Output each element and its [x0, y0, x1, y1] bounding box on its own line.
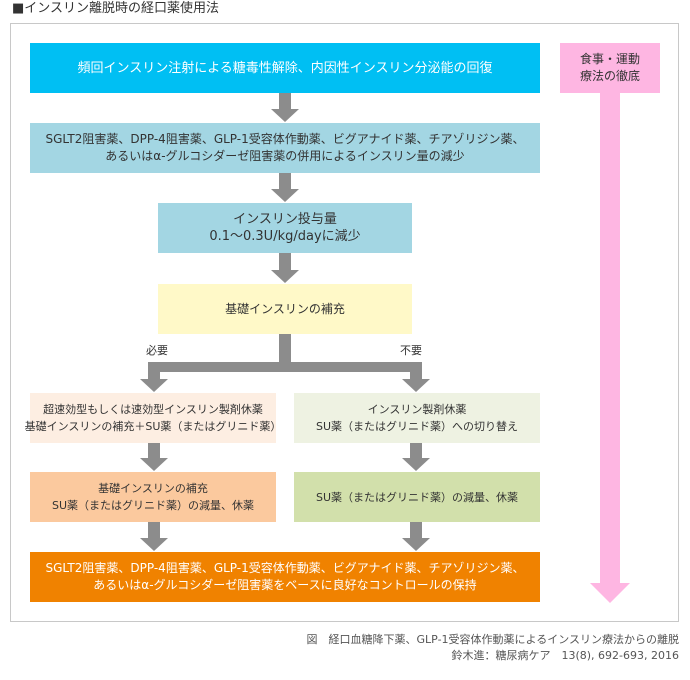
- arrow-right1-right2: [402, 443, 430, 471]
- arrow-right2-final: [402, 522, 430, 551]
- step-basal-insulin: 基礎インスリンの補充: [158, 284, 412, 334]
- branch-connector: [140, 334, 430, 392]
- side-diet-exercise: 食事・運動 療法の徹底: [560, 43, 660, 93]
- branch-label-required: 必要: [146, 344, 168, 357]
- caption-source: 鈴木進：糖尿病ケア 13(8), 692-693, 2016: [451, 649, 679, 662]
- figure-caption: 図 経口血糖降下薬、GLP-1受容体作動薬によるインスリン療法からの離脱 鈴木進…: [307, 632, 679, 664]
- caption-title: 図 経口血糖降下薬、GLP-1受容体作動薬によるインスリン療法からの離脱: [306, 633, 679, 646]
- arrow-left1-left2: [140, 443, 168, 471]
- arrow-step1-step2: [271, 93, 299, 122]
- step-oral-combination: SGLT2阻害薬、DPP-4阻害薬、GLP-1受容体作動薬、ビグアナイド薬、チア…: [30, 123, 540, 173]
- arrow-step3-step4: [271, 253, 299, 283]
- step-left-reduce-su: 基礎インスリンの補充 SU薬（またはグリニド薬）の減量、休薬: [30, 472, 276, 522]
- step-left-discontinue-rapid: 超速効型もしくは速効型インスリン製剤休薬 基礎インスリンの補充＋SU薬（またはグ…: [25, 393, 281, 443]
- side-long-arrow: [590, 93, 630, 603]
- arrow-step2-step3: [271, 173, 299, 202]
- page-title: ■インスリン離脱時の経口薬使用法: [12, 1, 220, 16]
- step-insulin-dose-reduction: インスリン投与量 0.1～0.3U/kg/dayに減少: [158, 203, 412, 253]
- step-frequent-injection: 頻回インスリン注射による糖毒性解除、内因性インスリン分泌能の回復: [30, 43, 540, 93]
- step-final-maintenance: SGLT2阻害薬、DPP-4阻害薬、GLP-1受容体作動薬、ビグアナイド薬、チア…: [30, 552, 540, 602]
- branch-label-not-required: 不要: [400, 344, 422, 357]
- arrow-left2-final: [140, 522, 168, 551]
- step-right-reduce-su: SU薬（またはグリニド薬）の減量、休薬: [294, 472, 540, 522]
- step-right-switch-su: インスリン製剤休薬 SU薬（またはグリニド薬）への切り替え: [294, 393, 540, 443]
